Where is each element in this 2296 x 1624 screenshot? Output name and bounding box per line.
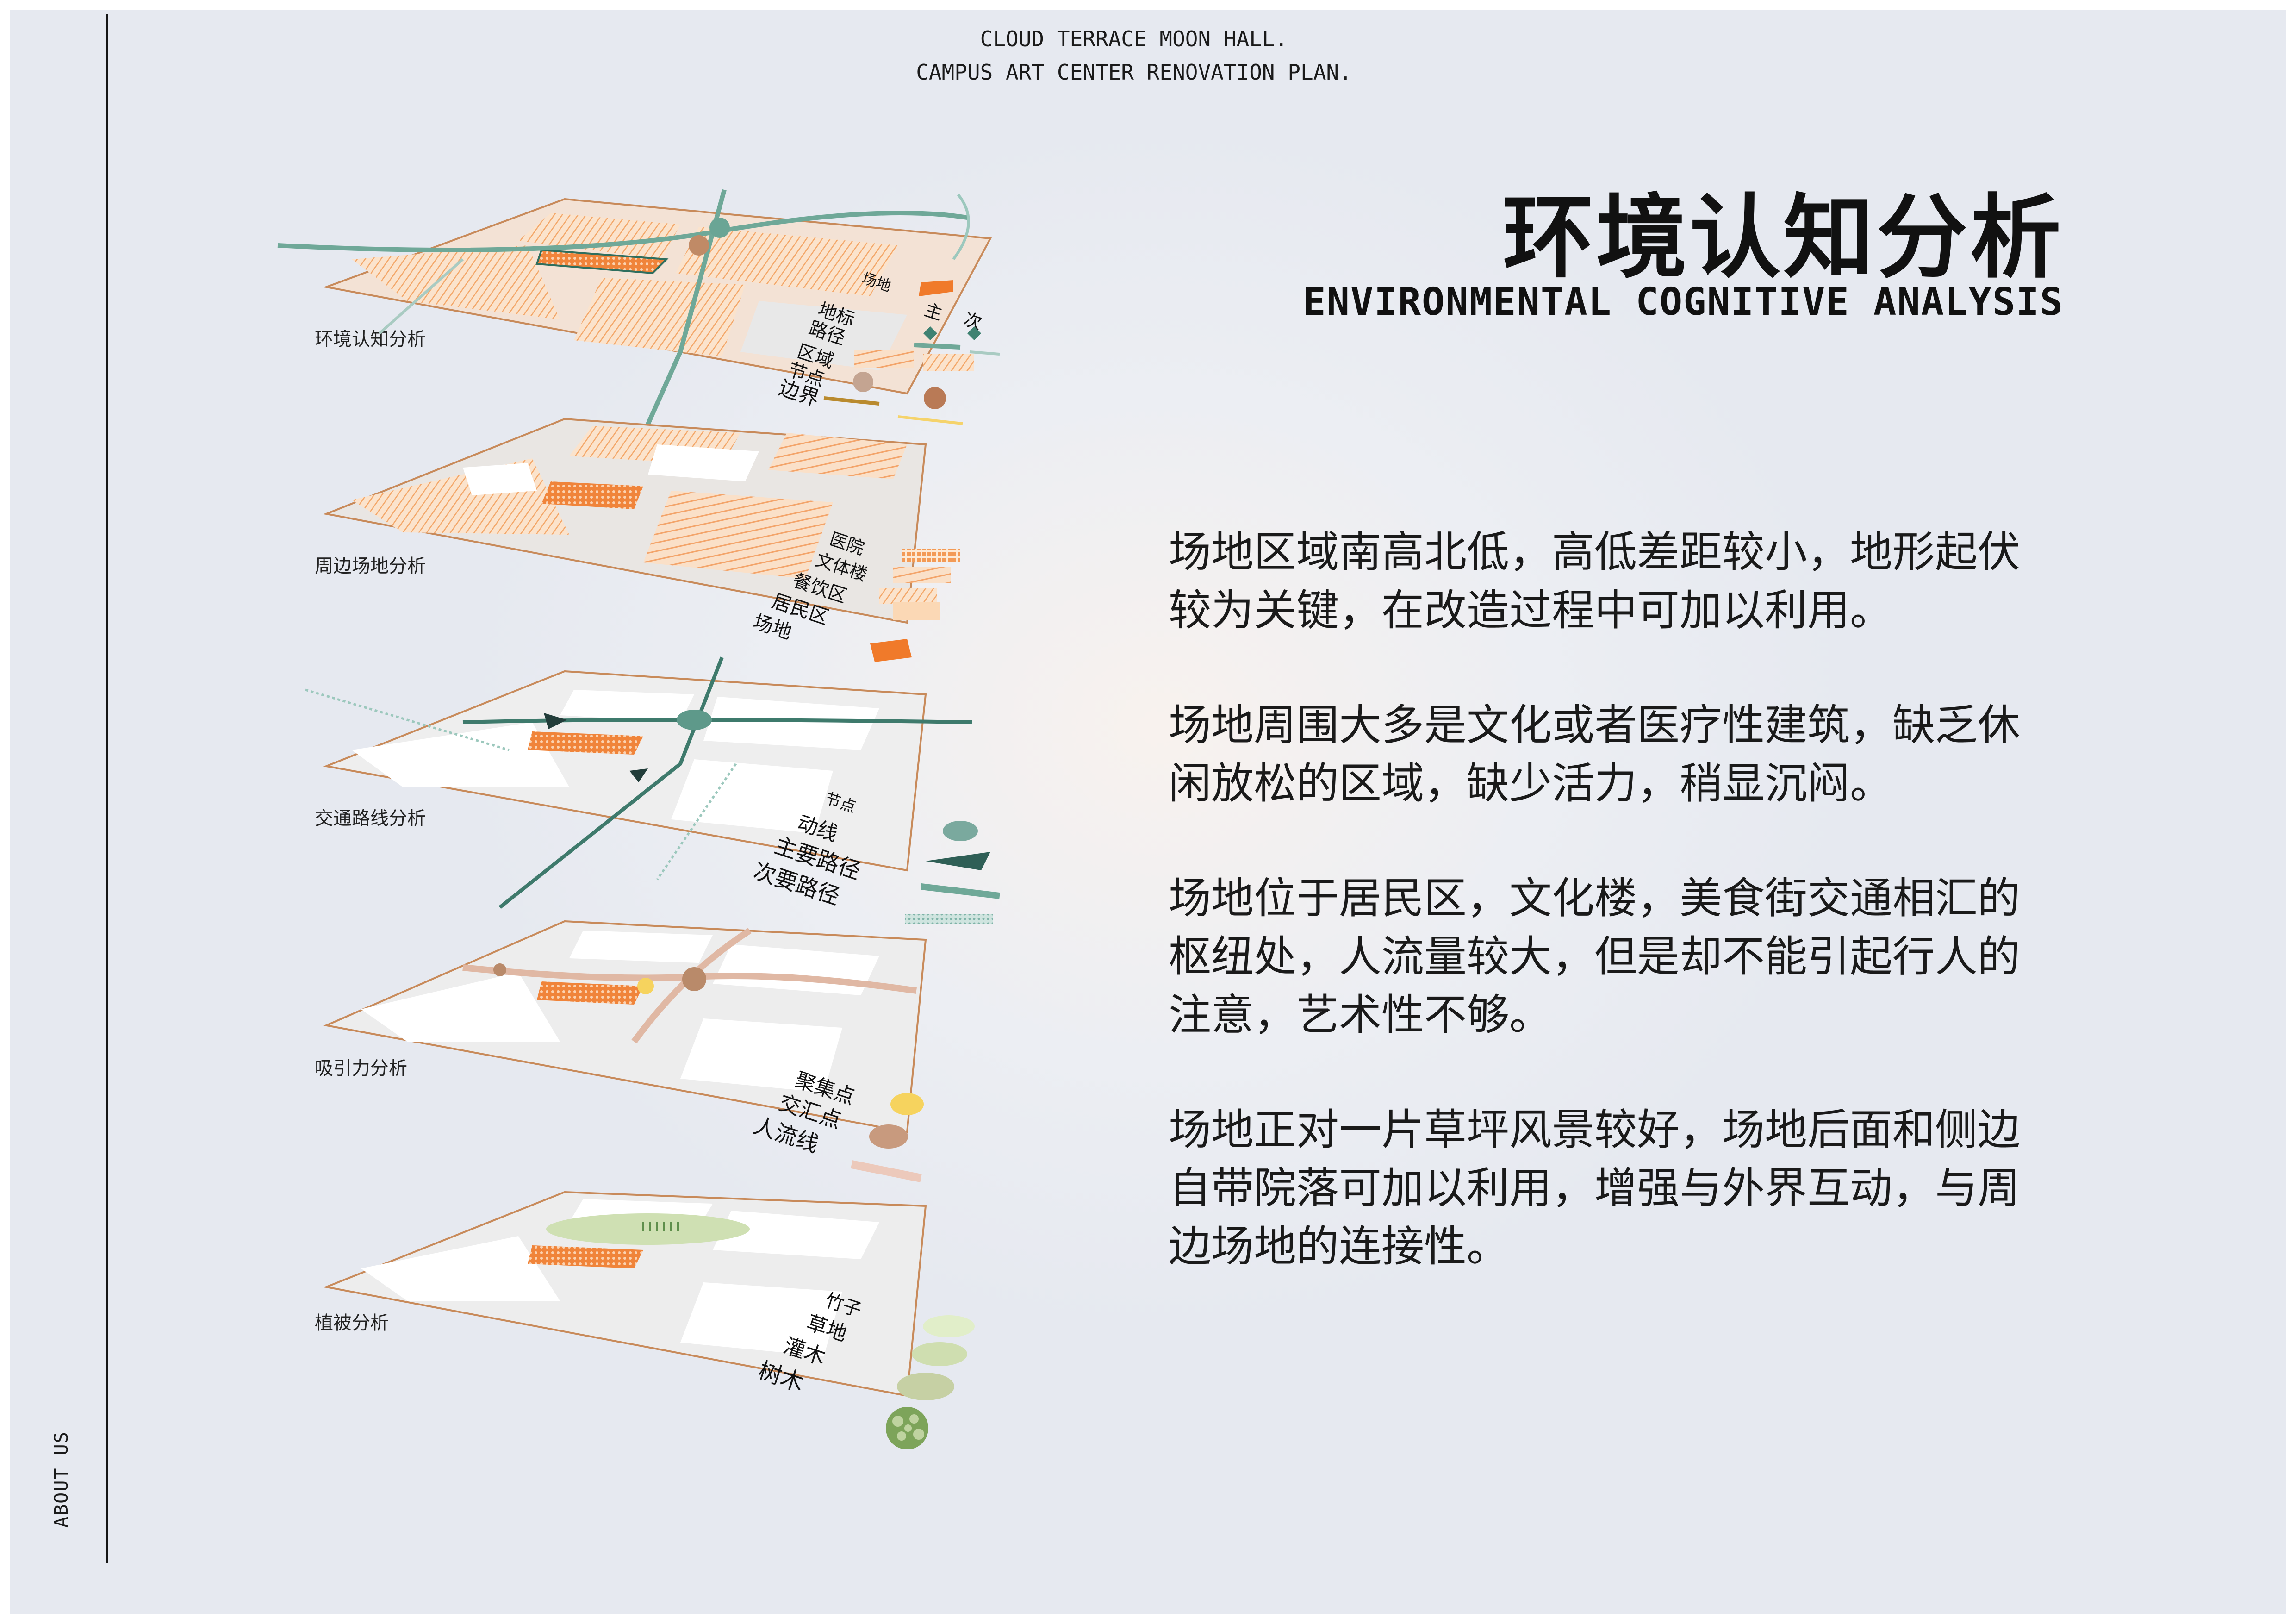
layer-label-vegetation: 植被分析 — [315, 1312, 389, 1334]
project-title-line-2: CAMPUS ART CENTER RENOVATION PLAN. — [916, 60, 1352, 85]
gathering-point-marker — [637, 978, 654, 994]
project-header: CLOUD TERRACE MOON HALL. CAMPUS ART CENT… — [648, 22, 1620, 89]
legend-swatch-area-primary — [854, 350, 914, 368]
layer-label-environment: 环境认知分析 — [315, 329, 426, 350]
district-block — [352, 245, 560, 319]
district-block — [518, 213, 680, 259]
grass-area — [546, 1213, 750, 1245]
layer-5-vegetation — [323, 1191, 927, 1397]
legend-swatch-hospital — [902, 549, 960, 562]
layer-label-surroundings: 周边场地分析 — [315, 556, 426, 577]
legend-swatch-flow — [926, 852, 990, 870]
legend-swatch-site — [919, 280, 953, 296]
layer-4-attraction — [323, 920, 927, 1133]
legend-swatch-residential-area — [893, 602, 940, 620]
legend-swatch-landmark-secondary — [967, 326, 981, 340]
layer-label-traffic: 交通路线分析 — [315, 808, 426, 829]
legend-swatch-boundary-primary — [823, 396, 880, 406]
page-subtitle: ENVIRONMENTAL COGNITIVE ANALYSIS — [1303, 280, 2064, 324]
legend-swatch-node — [943, 821, 978, 841]
secondary-path — [656, 763, 737, 881]
node-marker — [677, 710, 712, 730]
flow-arrow — [629, 768, 648, 782]
project-title-line-1: CLOUD TERRACE MOON HALL. — [980, 26, 1288, 51]
page-title: 环境认知分析 — [1502, 185, 2064, 291]
paragraph-4: 场地正对一片草坪风景较好，场地后面和侧边自带院落可加以利用，增强与外界互动，与周… — [1169, 1105, 2021, 1271]
layer-label-attraction: 吸引力分析 — [315, 1058, 407, 1079]
node-marker — [689, 235, 709, 256]
layer-3-traffic — [305, 656, 972, 909]
district-block — [574, 278, 745, 356]
bamboo-marks — [642, 1222, 679, 1231]
district-block — [560, 690, 694, 722]
paragraph-1: 场地区域南高北低，高低差距较小，地形起伏较为关键，在改造过程中可加以利用。 — [1169, 527, 2021, 635]
district-block — [680, 1018, 842, 1093]
district-block — [643, 491, 833, 579]
boundary-line — [952, 194, 970, 260]
legend-swatch-site — [870, 639, 912, 662]
legend-swatch-path-primary — [914, 343, 961, 350]
legend-swatch-tree — [886, 1407, 928, 1449]
legend-swatch-grass — [912, 1342, 967, 1366]
legend-swatch-cultural-building — [893, 567, 951, 583]
legend-swatch-pedestrian-flow — [851, 1160, 922, 1182]
secondary-path — [379, 258, 464, 335]
site-marker — [537, 981, 643, 1005]
district-block — [352, 722, 569, 787]
district-block — [680, 1282, 842, 1356]
legend-swatch-area-secondary — [923, 354, 974, 371]
site-marker — [535, 249, 669, 275]
legend-swatch-path-secondary — [969, 350, 1000, 356]
intersection-marker — [682, 967, 706, 991]
legend-swatch-node-primary — [853, 372, 873, 392]
site-marker — [528, 1245, 643, 1268]
district-block — [463, 463, 537, 495]
sidebar-divider — [106, 14, 108, 1563]
legend-swatch-boundary-secondary — [897, 415, 963, 425]
main-path — [277, 211, 968, 252]
district-block — [569, 931, 713, 963]
legend-swatch-shrub — [897, 1373, 954, 1400]
district-block — [648, 444, 759, 481]
site-marker — [541, 481, 643, 509]
legend-swatch-secondary-path — [905, 914, 993, 924]
district-block — [361, 1236, 560, 1301]
district-block — [768, 433, 907, 479]
main-path — [498, 656, 724, 909]
site-marker — [528, 731, 643, 755]
legend-swatch-bamboo — [923, 1315, 975, 1337]
legend-swatch-landmark-primary — [923, 326, 937, 340]
district-block — [671, 759, 833, 833]
district-block — [361, 972, 560, 1042]
legend-swatch-intersection — [869, 1124, 908, 1149]
legend-swatch-gathering-point — [890, 1093, 924, 1115]
district-block — [703, 697, 879, 750]
district-block — [676, 227, 898, 296]
secondary-path — [305, 688, 510, 751]
paragraph-3: 场地位于居民区，文化楼，美食街交通相汇的枢纽处，人流量较大，但是却不能引起行人的… — [1169, 874, 2021, 1040]
legend-swatch-node-secondary — [924, 387, 946, 409]
analysis-text: 场地区域南高北低，高低差距较小，地形起伏较为关键，在改造过程中可加以利用。 场地… — [1169, 523, 2057, 1332]
legend-swatch-dining-area — [879, 588, 937, 604]
district-block — [713, 1211, 879, 1259]
node-marker — [709, 218, 730, 238]
intersection-marker — [493, 963, 506, 976]
legend-swatch-main-path — [921, 883, 1000, 899]
flow-arrow — [544, 713, 567, 729]
layer-2-surroundings — [323, 418, 927, 624]
paragraph-2: 场地周围大多是文化或者医疗性建筑，缺乏休闲放松的区域，缺少活力，稍显沉闷。 — [1169, 700, 2021, 808]
